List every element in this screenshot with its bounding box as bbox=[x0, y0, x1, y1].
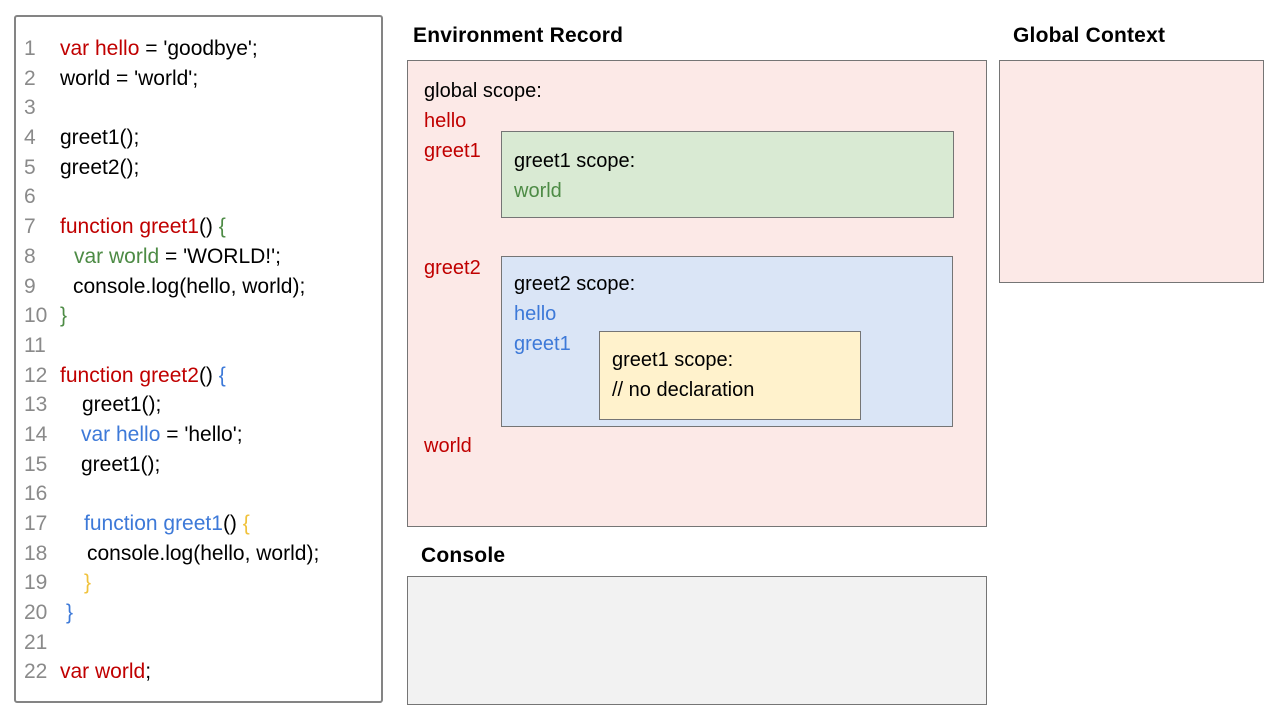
code-line: 18 console.log(hello, world); bbox=[16, 539, 381, 569]
line-number: 14 bbox=[24, 422, 48, 446]
code-line: 2 world = 'world'; bbox=[16, 64, 381, 94]
line-number: 1 bbox=[24, 37, 36, 60]
greet2-scope-label: greet2 scope: bbox=[514, 273, 636, 295]
environment-record-title: Environment Record bbox=[413, 24, 624, 47]
line-number: 6 bbox=[24, 185, 36, 209]
line-number: 21 bbox=[24, 630, 48, 654]
greet2-scope-box: greet2 scope: hello greet1 greet1 scope: … bbox=[501, 256, 953, 427]
line-number: 8 bbox=[24, 244, 36, 268]
line-number: 5 bbox=[24, 155, 36, 179]
code-line: 5 greet2(); bbox=[16, 153, 381, 183]
code-text: console.log(hello, world); bbox=[87, 541, 320, 565]
global-scope-label: global scope: bbox=[424, 80, 542, 102]
line-number: 9 bbox=[24, 274, 36, 298]
scope-entry: hello bbox=[424, 110, 467, 132]
code-text: console.log(hello, world); bbox=[73, 274, 306, 298]
line-number: 7 bbox=[24, 215, 36, 239]
line-number: 10 bbox=[24, 304, 48, 328]
scope-entry: world bbox=[514, 180, 562, 202]
code-text: } bbox=[66, 601, 74, 625]
code-line: 7 function greet1() { bbox=[16, 212, 381, 242]
code-line: 13 greet1(); bbox=[16, 390, 381, 420]
code-line: 3 bbox=[16, 93, 381, 123]
code-text: } bbox=[84, 571, 92, 595]
code-line: 1 var hello = 'goodbye'; bbox=[16, 34, 381, 64]
code-text: greet2(); bbox=[60, 155, 140, 179]
code-line: 17 function greet1() { bbox=[16, 509, 381, 539]
global-scope-entries: hello greet1 bbox=[424, 106, 542, 166]
code-line: 14 var hello = 'hello'; bbox=[16, 420, 381, 450]
code-line: 6 bbox=[16, 182, 381, 212]
code-line: 19} bbox=[16, 568, 381, 598]
line-number: 12 bbox=[24, 363, 48, 387]
code-text: function greet1() { bbox=[60, 215, 226, 239]
code-text: world = 'world'; bbox=[60, 66, 199, 90]
code-line: 11 bbox=[16, 331, 381, 361]
line-number: 15 bbox=[24, 452, 48, 476]
line-number: 20 bbox=[24, 601, 48, 625]
code-line: 12 function greet2() { bbox=[16, 361, 381, 391]
world-entry-label: world bbox=[424, 435, 472, 457]
nested-greet1-scope-box: greet1 scope: // no declaration bbox=[599, 331, 861, 420]
code-text: greet1(); bbox=[82, 393, 162, 417]
code-text: greet1(); bbox=[60, 126, 140, 150]
code-text: } bbox=[60, 304, 68, 328]
code-line: 4 greet1(); bbox=[16, 123, 381, 153]
global-scope-block: global scope: hello greet1 bbox=[424, 76, 542, 166]
global-context-title: Global Context bbox=[1013, 24, 1166, 47]
no-declaration-comment: // no declaration bbox=[612, 379, 755, 401]
line-number: 16 bbox=[24, 482, 48, 506]
greet2-scope-entries: hello greet1 bbox=[514, 299, 635, 359]
code-text: function greet2() { bbox=[60, 363, 226, 387]
console-title: Console bbox=[421, 544, 506, 567]
line-number: 19 bbox=[24, 571, 48, 595]
line-number: 13 bbox=[24, 393, 48, 417]
global-context-box bbox=[999, 60, 1264, 283]
code-line: 22 var world; bbox=[16, 657, 381, 687]
code-line: 20} bbox=[16, 598, 381, 628]
code-line: 9 console.log(hello, world); bbox=[16, 272, 381, 302]
line-number: 2 bbox=[24, 66, 36, 90]
greet1-scope-entries: world bbox=[514, 176, 635, 206]
code-text: var hello = 'hello'; bbox=[81, 422, 243, 446]
code-line: 10} bbox=[16, 301, 381, 331]
line-number: 11 bbox=[24, 333, 46, 357]
code-text: function greet1() { bbox=[84, 512, 250, 535]
console-box bbox=[407, 576, 987, 705]
scope-entry: greet1 bbox=[424, 140, 481, 162]
code-panel: 1 var hello = 'goodbye'; 2 world = 'world';… bbox=[14, 15, 383, 703]
environment-record-box: global scope: hello greet1 greet1 scope: … bbox=[407, 60, 987, 527]
greet2-entry-label: greet2 bbox=[424, 257, 481, 279]
scope-entry: greet1 bbox=[514, 333, 571, 355]
line-number: 18 bbox=[24, 541, 48, 565]
code-text: var world = 'WORLD!'; bbox=[74, 244, 281, 268]
code-line: 21 bbox=[16, 628, 381, 658]
greet1-scope-label: greet1 scope: bbox=[514, 150, 636, 172]
line-number: 22 bbox=[24, 660, 48, 684]
line-number: 17 bbox=[24, 512, 48, 535]
code-line: 15 greet1(); bbox=[16, 450, 381, 480]
line-number: 3 bbox=[24, 96, 36, 120]
greet1-scope-box: greet1 scope: world bbox=[501, 131, 954, 218]
nested-greet1-scope-label: greet1 scope: bbox=[612, 349, 734, 371]
code-listing: 1 var hello = 'goodbye'; 2 world = 'world';… bbox=[16, 34, 381, 687]
code-text: var hello = 'goodbye'; bbox=[60, 37, 258, 60]
line-number: 4 bbox=[24, 126, 36, 150]
code-text: var world; bbox=[60, 660, 152, 684]
scope-entry: hello bbox=[514, 303, 557, 325]
code-line: 16 bbox=[16, 479, 381, 509]
code-line: 8 var world = 'WORLD!'; bbox=[16, 242, 381, 272]
code-text: greet1(); bbox=[81, 452, 161, 476]
